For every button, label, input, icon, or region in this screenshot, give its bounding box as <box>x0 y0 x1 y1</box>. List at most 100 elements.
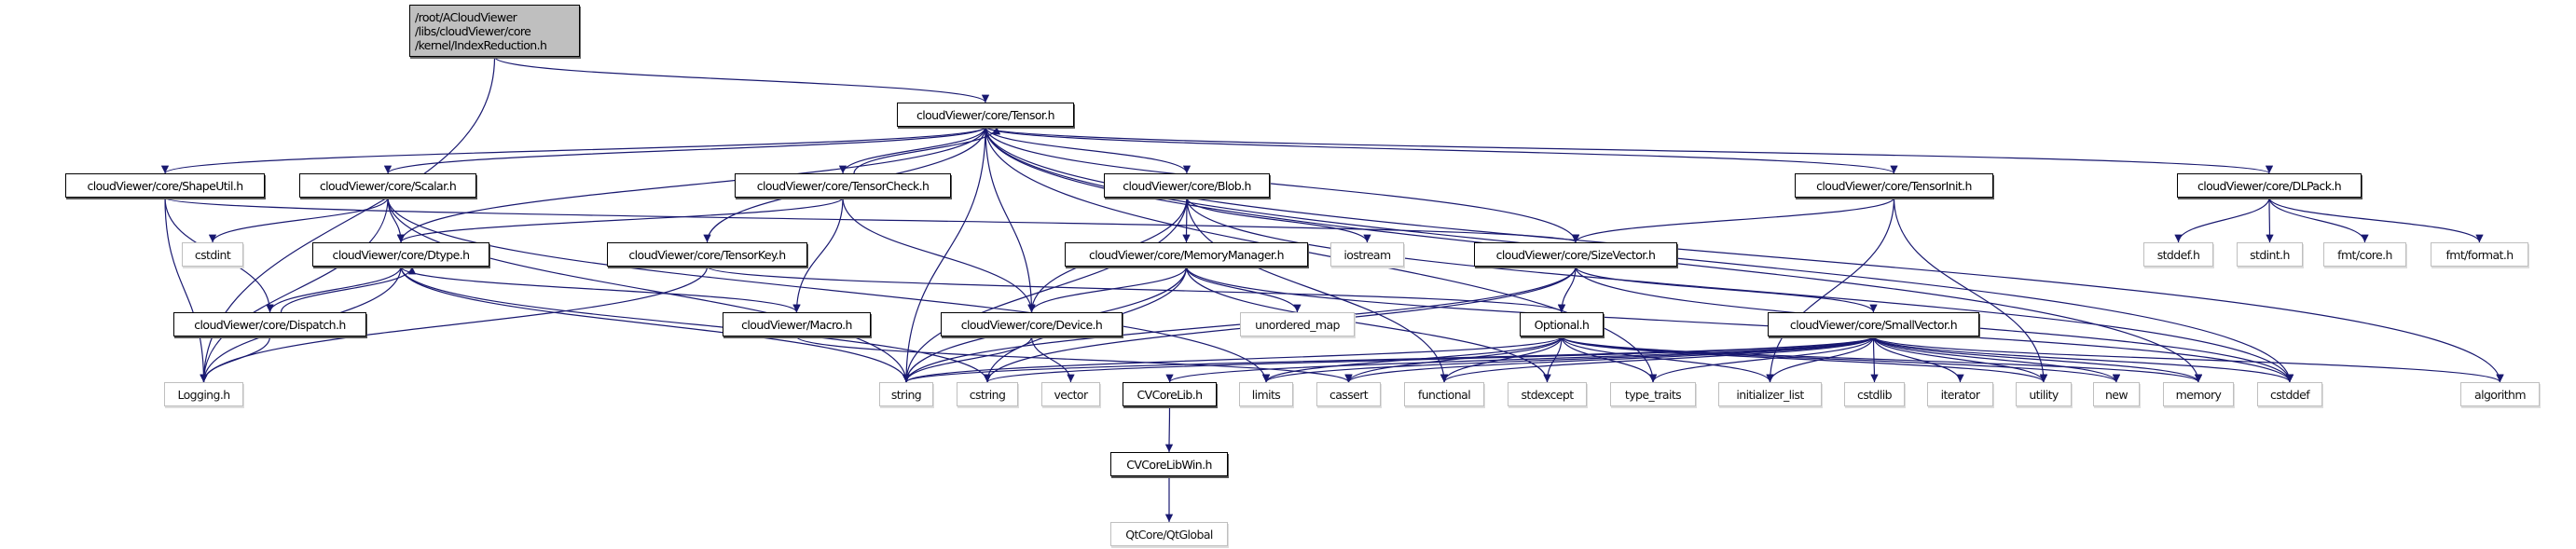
edge-blob-to-iostream <box>1186 197 1371 243</box>
edge-dtype-to-string <box>400 266 911 383</box>
edge-tensorkey-to-optional <box>706 266 1565 313</box>
edge-scalar-to-logging <box>200 197 389 383</box>
node-memorymanager[interactable]: cloudViewer/core/MemoryManager.h <box>1065 242 1308 267</box>
node-shapeutil[interactable]: cloudViewer/core/ShapeUtil.h <box>65 173 265 198</box>
node-optional[interactable]: Optional.h <box>1520 312 1604 336</box>
node-tensorkey[interactable]: cloudViewer/core/TensorKey.h <box>607 242 807 267</box>
node-iterator[interactable]: iterator <box>1927 382 1993 406</box>
node-cstdint[interactable]: cstdint <box>182 242 243 267</box>
node-tensor[interactable]: cloudViewer/core/Tensor.h <box>897 103 1074 127</box>
node-memory[interactable]: memory <box>2163 382 2234 406</box>
node-string[interactable]: string <box>879 382 933 406</box>
node-tensorcheck[interactable]: cloudViewer/core/TensorCheck.h <box>735 173 951 198</box>
edge-scalar-to-limits <box>387 197 1271 383</box>
node-initializer-list[interactable]: initializer_list <box>1718 382 1822 406</box>
edge-smallvector-to-cvcorelib <box>1165 336 1875 383</box>
node-cstdlib[interactable]: cstdlib <box>1844 382 1905 406</box>
edge-optional-to-memory <box>1561 336 2202 383</box>
node-iostream[interactable]: iostream <box>1330 242 1404 267</box>
edge-dlpack-to-stddef_h <box>2174 197 2270 243</box>
node-stddef-h[interactable]: stddef.h <box>2143 242 2213 267</box>
edge-root-to-tensor <box>493 56 990 103</box>
node-stdexcept[interactable]: stdexcept <box>1508 382 1587 406</box>
node-qtglobal[interactable]: QtCore/QtGlobal <box>1110 522 1228 546</box>
edge-scalar-to-string <box>387 197 911 383</box>
node-cvcorelibwin[interactable]: CVCoreLibWin.h <box>1110 452 1228 476</box>
edge-macro-to-cassert <box>795 336 1353 383</box>
edge-dtype-to-macro <box>400 266 801 313</box>
node-sizevector[interactable]: cloudViewer/core/SizeVector.h <box>1474 242 1677 267</box>
node-cassert[interactable]: cassert <box>1316 382 1381 406</box>
edge-device-to-vector <box>1030 336 1075 383</box>
edge-sizevector-to-smallvector <box>1575 266 1878 313</box>
edge-tensorinit-to-initializer_list <box>1766 197 1895 383</box>
node-macro[interactable]: cloudViewer/Macro.h <box>723 312 871 336</box>
edge-smallvector-to-cstring <box>984 336 1875 383</box>
edge-smallvector-to-cassert <box>1344 336 1875 383</box>
edge-tensorcheck-to-dtype <box>396 197 844 243</box>
edge-smallvector-to-memory <box>1872 336 2203 383</box>
node-unordered-map[interactable]: unordered_map <box>1240 312 1355 336</box>
edge-tensor-to-tensorinit <box>985 126 1898 174</box>
edge-smallvector-to-algorithm <box>1872 336 2504 383</box>
root-line: /root/ACloudViewer <box>415 9 517 24</box>
edge-smallvector-to-cstdlib <box>1870 336 1879 383</box>
edge-smallvector-to-limits <box>1262 336 1875 383</box>
edge-tensor-to-string <box>902 126 986 383</box>
node-type-traits[interactable]: type_traits <box>1610 382 1696 406</box>
edge-tensor-to-shapeutil <box>161 126 986 174</box>
node-dtype[interactable]: cloudViewer/core/Dtype.h <box>312 242 489 267</box>
edge-smallvector-to-initializer_list <box>1766 336 1875 383</box>
node-device[interactable]: cloudViewer/core/Device.h <box>941 312 1123 336</box>
edge-optional-to-functional <box>1440 336 1563 383</box>
node-vector[interactable]: vector <box>1041 382 1100 406</box>
edge-tensor-to-device <box>985 126 1036 313</box>
node-root-file[interactable]: /root/ACloudViewer /libs/cloudViewer/cor… <box>409 5 580 57</box>
node-fmt-format[interactable]: fmt/format.h <box>2431 242 2528 267</box>
edge-dlpack-to-stdint_h <box>2266 197 2274 243</box>
edge-tensorinit-to-sizevector <box>1571 197 1895 243</box>
node-stdint-h[interactable]: stdint.h <box>2237 242 2303 267</box>
edge-tensorcheck-to-tensor <box>853 126 1001 174</box>
node-utility[interactable]: utility <box>2016 382 2072 406</box>
edge-device-to-string <box>902 336 1033 383</box>
node-smallvector[interactable]: cloudViewer/core/SmallVector.h <box>1768 312 1979 336</box>
edge-tensor-to-scalar <box>384 126 986 174</box>
node-dlpack[interactable]: cloudViewer/core/DLPack.h <box>2177 173 2362 198</box>
edge-tensorkey-to-logging <box>200 266 709 383</box>
node-cstring[interactable]: cstring <box>957 382 1018 406</box>
node-cstddef[interactable]: cstddef <box>2257 382 2322 406</box>
node-cvcorelib[interactable]: CVCoreLib.h <box>1123 382 1217 406</box>
node-limits[interactable]: limits <box>1239 382 1293 406</box>
root-line: /kernel/IndexReduction.h <box>415 37 547 52</box>
node-fmt-core[interactable]: fmt/core.h <box>2323 242 2406 267</box>
edge-memorymanager-to-device <box>1027 266 1188 313</box>
edge-dtype-to-dispatch <box>266 266 402 313</box>
edge-optional-to-cassert <box>1344 336 1563 383</box>
node-tensorinit[interactable]: cloudViewer/core/TensorInit.h <box>1795 173 1993 198</box>
edge-blob-to-functional <box>1186 197 1449 383</box>
edge-tensor-to-dlpack <box>985 126 2273 174</box>
node-functional[interactable]: functional <box>1404 382 1484 406</box>
edge-optional-to-new <box>1561 336 2120 383</box>
edge-memorymanager-to-unordered_map <box>1185 266 1302 313</box>
edge-sizevector-to-optional <box>1557 266 1577 313</box>
edge-shapeutil-to-sizevector <box>164 197 1579 243</box>
node-blob[interactable]: cloudViewer/core/Blob.h <box>1104 173 1270 198</box>
node-scalar[interactable]: cloudViewer/core/Scalar.h <box>299 173 476 198</box>
edge-blob-to-cstddef <box>1186 197 2294 383</box>
edge-smallvector-to-utility <box>1872 336 2048 383</box>
node-algorithm[interactable]: algorithm <box>2460 382 2540 406</box>
edge-optional-to-string <box>902 336 1563 383</box>
edge-cvcorelib-to-cvcorelibwin <box>1164 405 1174 453</box>
edge-dlpack-to-fmt_format <box>2268 197 2484 243</box>
edge-smallvector-to-type_traits <box>1648 336 1875 383</box>
edge-tensorcheck-to-device <box>842 197 1036 313</box>
node-logging[interactable]: Logging.h <box>164 382 243 406</box>
node-new[interactable]: new <box>2093 382 2140 406</box>
edge-dlpack-to-fmt_core <box>2268 197 2369 243</box>
edge-smallvector-to-string <box>902 336 1875 383</box>
edge-memorymanager-to-cstddef <box>1185 266 2294 383</box>
node-dispatch[interactable]: cloudViewer/core/Dispatch.h <box>173 312 366 336</box>
